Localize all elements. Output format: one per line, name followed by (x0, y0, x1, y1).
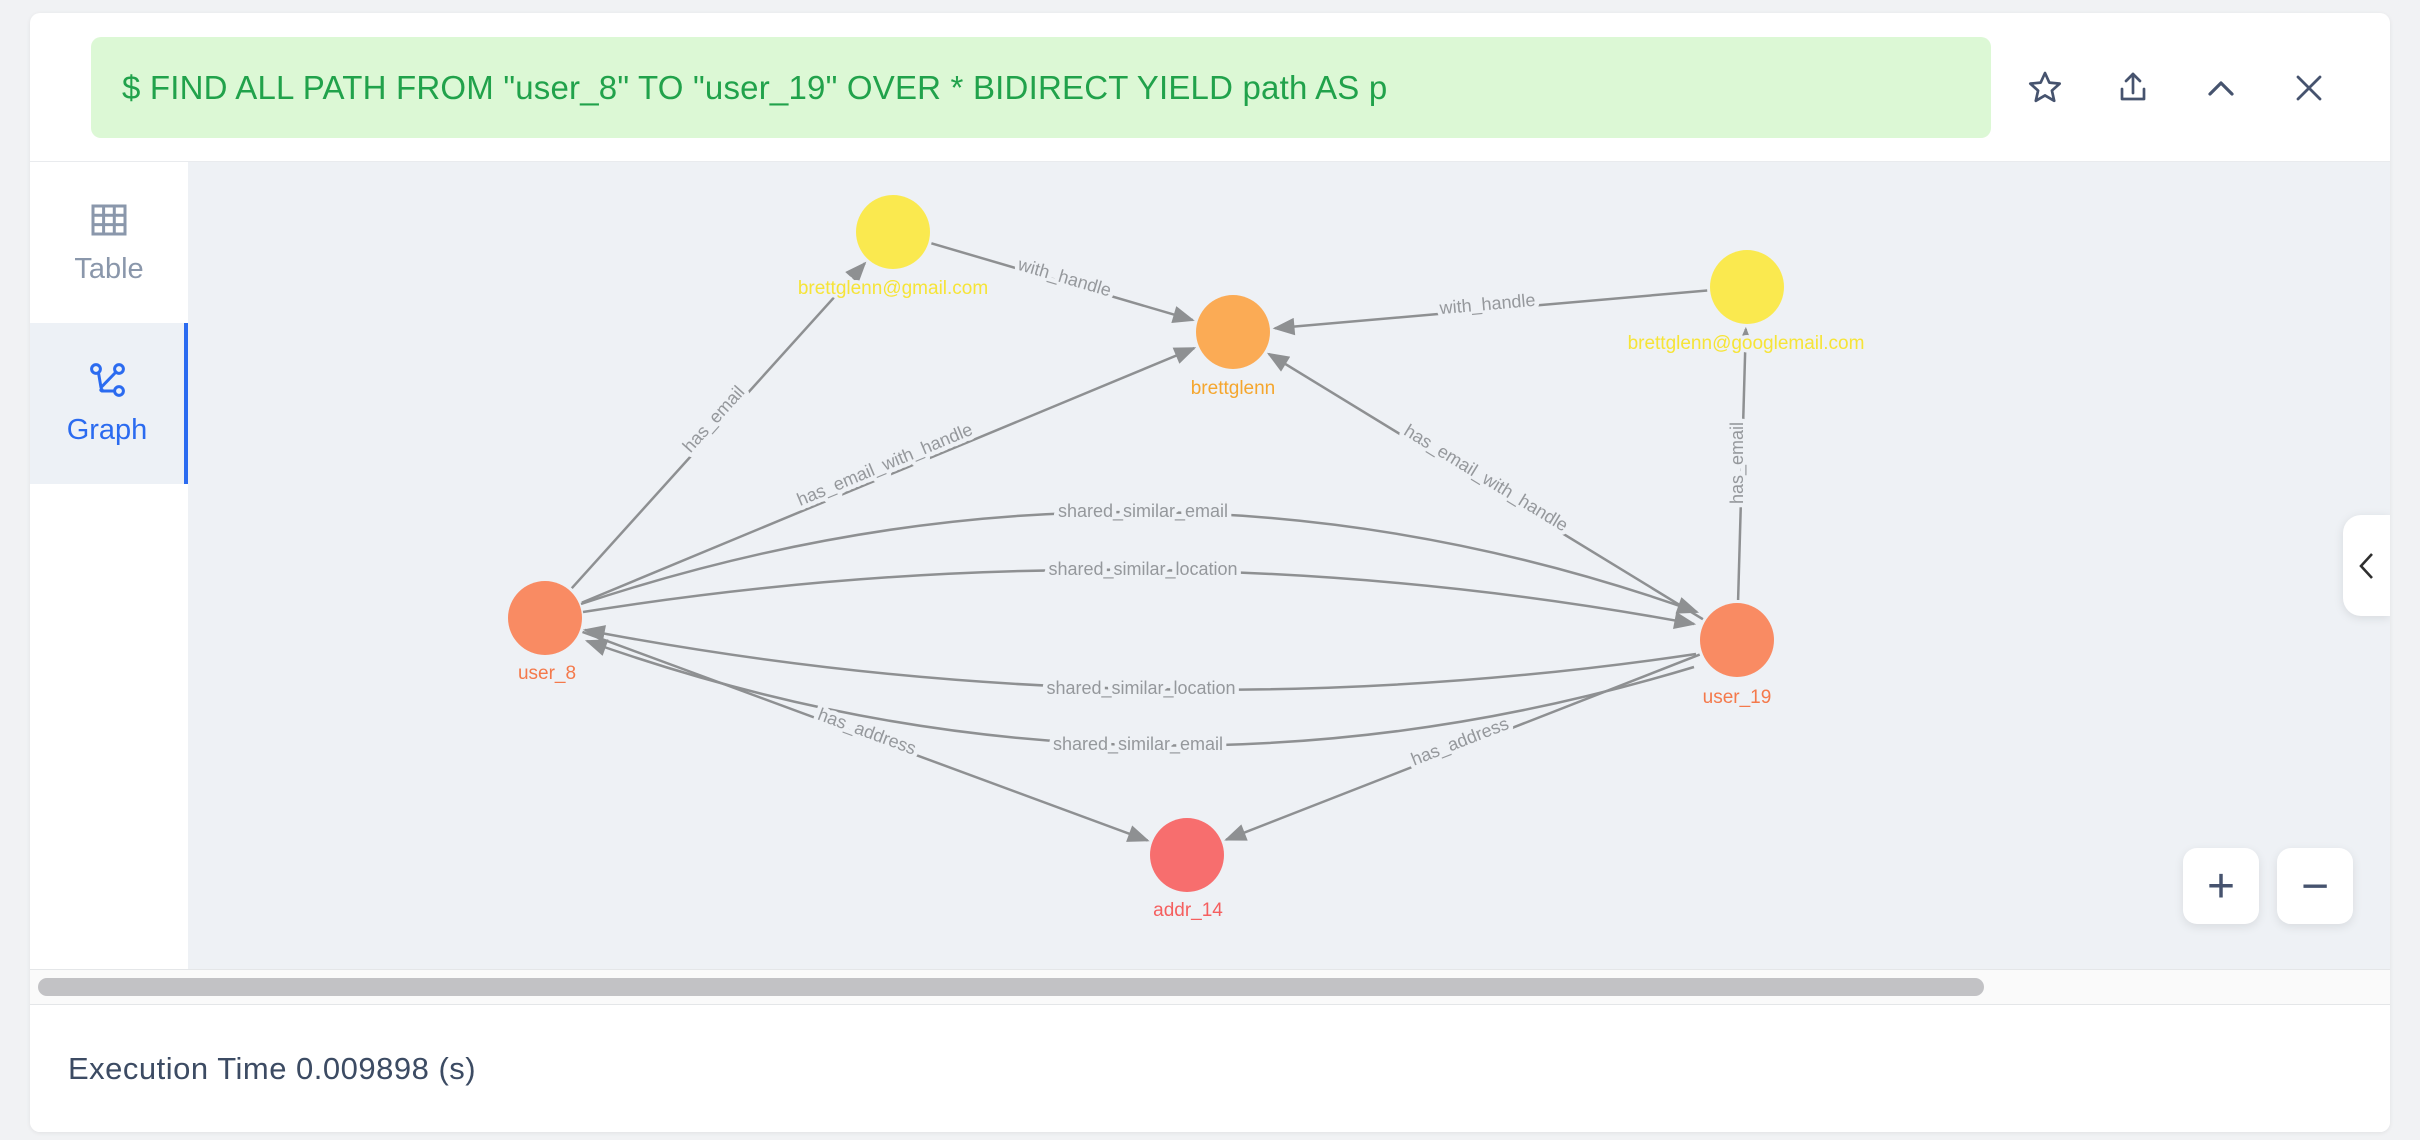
edge-label: has_address (815, 704, 919, 759)
node-user_19[interactable] (1700, 603, 1774, 677)
edge-label: with_handle (1438, 290, 1537, 319)
tab-table[interactable]: Table (30, 162, 188, 323)
horizontal-scrollbar-thumb[interactable] (38, 978, 1984, 996)
edge-label: shared_similar_location (1048, 559, 1237, 580)
edge-label: has_email (679, 382, 750, 457)
edge-shared_similar_email-bottom[interactable] (584, 639, 1695, 747)
collapse-up-icon[interactable] (2202, 69, 2240, 107)
node-label: addr_14 (1153, 900, 1223, 921)
node-label: brettglenn (1191, 378, 1276, 399)
edge-has_email_with_handle-left[interactable] (581, 346, 1197, 604)
export-icon[interactable] (2114, 69, 2152, 107)
edge-label: with_handle (1015, 254, 1114, 302)
chevron-left-icon (2358, 552, 2373, 579)
edge-has_address-left[interactable] (582, 630, 1150, 842)
node-addr_14[interactable] (1150, 818, 1224, 892)
edge-shared_similar_email-top[interactable] (580, 510, 1700, 614)
close-icon[interactable] (2290, 69, 2328, 107)
edge-label: shared_similar_location (1046, 678, 1235, 699)
edge-with_handle-left[interactable] (931, 242, 1195, 323)
horizontal-scrollbar-track[interactable] (30, 969, 2390, 1005)
zoom-in-button[interactable]: + (2183, 848, 2259, 924)
edge-shared_similar_location-bottom[interactable] (582, 625, 1697, 692)
tab-graph-label: Graph (66, 414, 148, 446)
node-brettglenn-gmail[interactable] (856, 195, 930, 269)
edge-has_address-right[interactable] (1224, 653, 1701, 841)
side-panel-toggle[interactable] (2343, 515, 2390, 616)
edge-label: has_email_with_handle (794, 419, 976, 511)
edge-has_email-left[interactable] (570, 261, 867, 590)
graph-canvas[interactable]: has_email with_handle has_email_with_han… (188, 162, 2390, 969)
zoom-out-button[interactable]: − (2277, 848, 2353, 924)
edge-with_handle-right[interactable] (1272, 289, 1708, 336)
node-user_8[interactable] (508, 581, 582, 655)
edge-label: shared_similar_email (1058, 501, 1228, 522)
header-toolbar (2026, 13, 2328, 162)
edge-shared_similar_location-top[interactable] (582, 568, 1697, 629)
graph-icon (90, 363, 125, 397)
tab-graph[interactable]: Graph (30, 323, 188, 484)
edge-label: has_email (1727, 422, 1748, 504)
result-card: $ FIND ALL PATH FROM "user_8" TO "user_1… (30, 13, 2390, 1132)
execution-footer: Execution Time 0.009898 (s) (30, 1005, 2390, 1132)
edge-label: shared_similar_email (1053, 734, 1223, 755)
node-label: brettglenn@gmail.com (798, 278, 988, 299)
node-label: brettglenn@googlemail.com (1628, 333, 1865, 354)
node-brettglenn[interactable] (1196, 295, 1270, 369)
node-label: user_8 (518, 663, 576, 684)
node-brettglenn-googlemail[interactable] (1710, 250, 1784, 324)
favorite-star-icon[interactable] (2026, 69, 2064, 107)
tab-table-label: Table (74, 253, 144, 285)
result-content: Table Graph (30, 162, 2390, 969)
view-switch-sidebar: Table Graph (30, 162, 188, 969)
query-statement[interactable]: $ FIND ALL PATH FROM "user_8" TO "user_1… (91, 37, 1991, 138)
node-label: user_19 (1703, 687, 1772, 708)
graph-svg: has_email with_handle has_email_with_han… (508, 195, 1868, 925)
edge-has_email-right[interactable] (1736, 326, 1754, 601)
table-icon (91, 204, 127, 236)
edge-label: has_email_with_handle (1400, 420, 1572, 536)
edge-has_email_with_handle-right[interactable] (1266, 352, 1704, 621)
execution-time-text: Execution Time 0.009898 (s) (68, 1050, 477, 1086)
query-header: $ FIND ALL PATH FROM "user_8" TO "user_1… (30, 13, 2390, 162)
